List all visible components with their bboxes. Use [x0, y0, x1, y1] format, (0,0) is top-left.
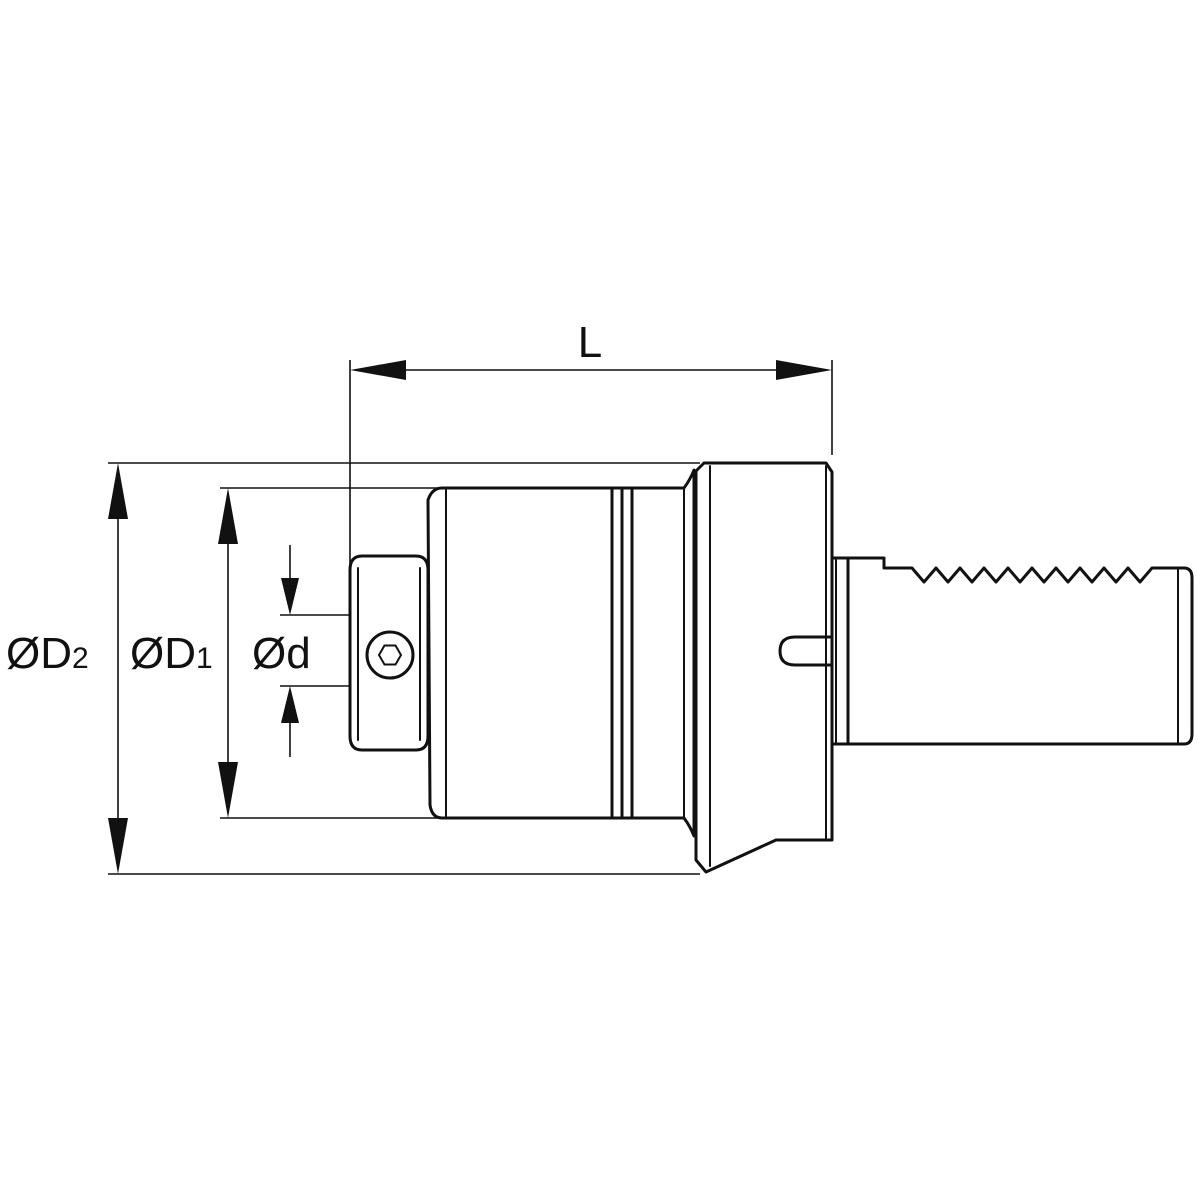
body-diameter-label-sub: 1: [196, 642, 213, 675]
body-groove: [610, 486, 634, 820]
main-body: [426, 486, 614, 820]
screw-head-circle: [365, 630, 415, 680]
arrowhead-d2-top: [108, 463, 128, 519]
arrowhead-d-bottom: [281, 686, 299, 723]
arrowhead-d1-top: [218, 488, 238, 544]
arrowhead-d1-bottom: [218, 762, 238, 818]
shank-cylinder: [846, 556, 1194, 746]
locating-pin: [778, 635, 834, 667]
body-diameter-label: ØD1: [130, 629, 213, 678]
arrowhead-d2-bottom: [108, 818, 128, 874]
clamping-nut: [348, 554, 430, 752]
arrowhead-right: [776, 360, 832, 380]
outer-diameter-label: ØD2: [6, 629, 89, 678]
flange-inner-line: [709, 465, 827, 867]
nut-chamfer: [357, 567, 421, 741]
shank: [830, 556, 850, 746]
hex-socket: [377, 644, 403, 666]
dimension-body-diameter: ØD1: [130, 487, 440, 819]
dimension-bore-diameter: Ød: [252, 545, 350, 757]
arrowhead-left: [350, 360, 406, 380]
dimension-outer-diameter: ØD2: [6, 462, 700, 875]
outer-diameter-label-main: ØD: [6, 629, 72, 678]
arrowhead-d-top: [281, 578, 299, 615]
dimension-length: L: [349, 318, 833, 625]
body-neck: [630, 468, 696, 838]
bore-diameter-label: Ød: [252, 629, 311, 678]
body-diameter-label-main: ØD: [130, 629, 196, 678]
flange: [694, 461, 834, 874]
outer-diameter-label-sub: 2: [72, 642, 89, 675]
tool-holder-body: [348, 461, 1194, 874]
length-label: L: [578, 318, 602, 367]
